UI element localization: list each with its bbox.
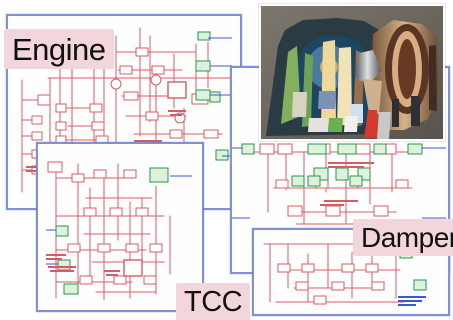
damper-cutaway-photo: [259, 4, 445, 141]
engine-label: Engine: [4, 29, 114, 69]
lower-detail-sheet: [252, 228, 450, 316]
tcc-label: TCC: [176, 283, 251, 320]
damper-label: Damper: [353, 219, 453, 256]
